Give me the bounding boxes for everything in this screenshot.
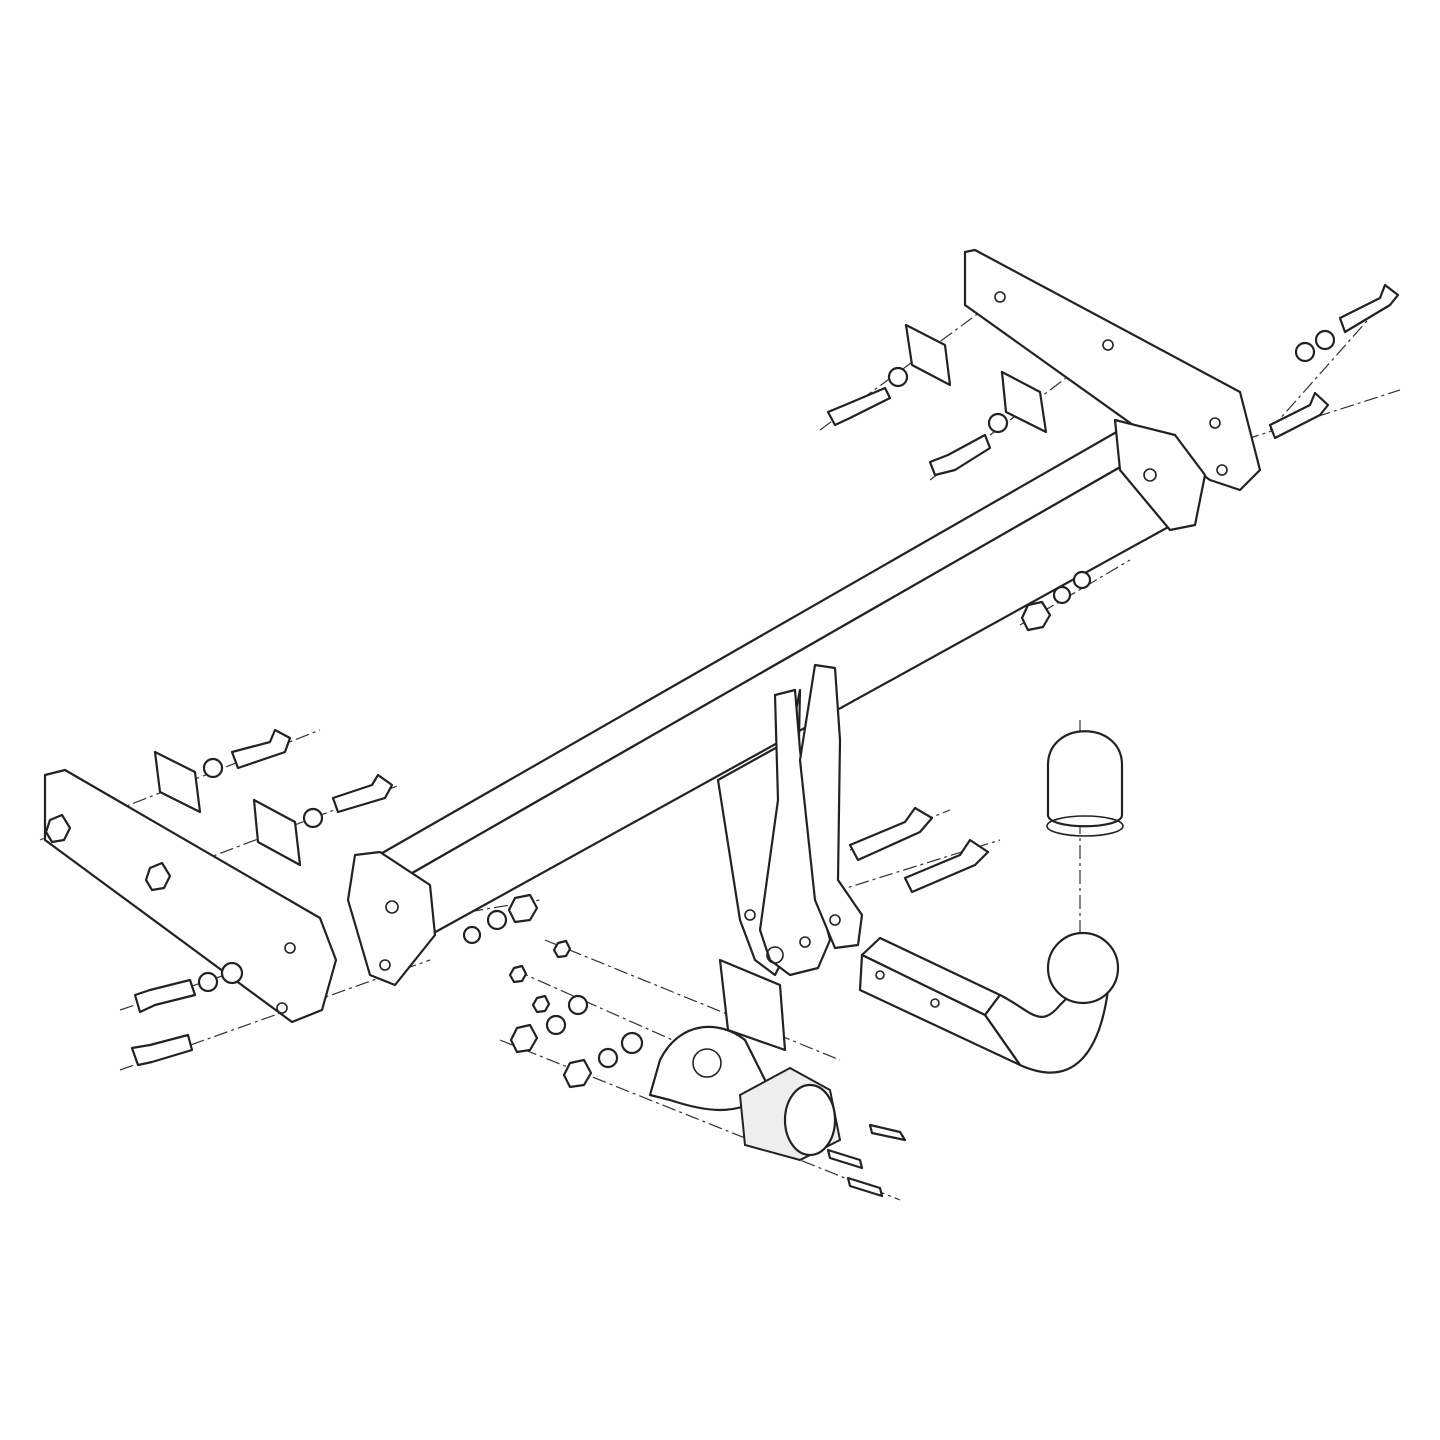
electrical-socket-bracket xyxy=(648,958,787,1111)
washer xyxy=(987,412,1009,434)
washer xyxy=(545,1014,567,1036)
nut xyxy=(44,813,72,844)
nut xyxy=(508,964,528,984)
nut xyxy=(531,994,551,1014)
bolt xyxy=(903,838,990,894)
center-drop-bracket xyxy=(716,663,864,977)
washers-and-nuts xyxy=(44,329,1336,1089)
bolts xyxy=(130,283,1400,1198)
nut xyxy=(562,1058,593,1089)
washer xyxy=(202,757,224,779)
bolt xyxy=(331,773,394,814)
tow-ball xyxy=(1046,931,1120,1005)
spacer-plate xyxy=(153,750,202,814)
washer xyxy=(887,366,909,388)
washer xyxy=(620,1031,644,1055)
bolt xyxy=(130,1033,194,1067)
tow-ball-cover-cap xyxy=(1046,730,1124,837)
right-mounting-bracket xyxy=(963,248,1262,492)
nut xyxy=(1020,600,1052,632)
washer xyxy=(1052,585,1072,605)
washer xyxy=(197,971,219,993)
washer xyxy=(302,807,324,829)
washer xyxy=(1072,570,1092,590)
washer xyxy=(1314,329,1336,351)
nut xyxy=(552,939,572,959)
bolt xyxy=(826,386,892,427)
nut xyxy=(144,861,172,892)
washer xyxy=(462,925,482,945)
washer xyxy=(486,909,508,931)
washer xyxy=(1294,341,1316,363)
washer xyxy=(220,961,244,985)
washer xyxy=(597,1047,619,1069)
electrical-socket xyxy=(738,1066,842,1162)
bolt xyxy=(230,728,292,770)
tow-ball-neck xyxy=(858,936,1110,1074)
nut xyxy=(509,1023,539,1054)
bolt xyxy=(848,806,934,862)
bolt xyxy=(1338,283,1400,334)
bolt xyxy=(928,433,992,477)
washer xyxy=(567,994,589,1016)
bolt xyxy=(133,978,197,1014)
screw xyxy=(846,1176,884,1198)
spacer-plate xyxy=(1000,370,1048,434)
spacer-plate xyxy=(252,798,302,867)
screw xyxy=(826,1148,864,1170)
screw xyxy=(868,1123,907,1142)
spacer-plate xyxy=(904,323,952,387)
nut xyxy=(507,893,539,924)
bolt xyxy=(1268,391,1330,440)
